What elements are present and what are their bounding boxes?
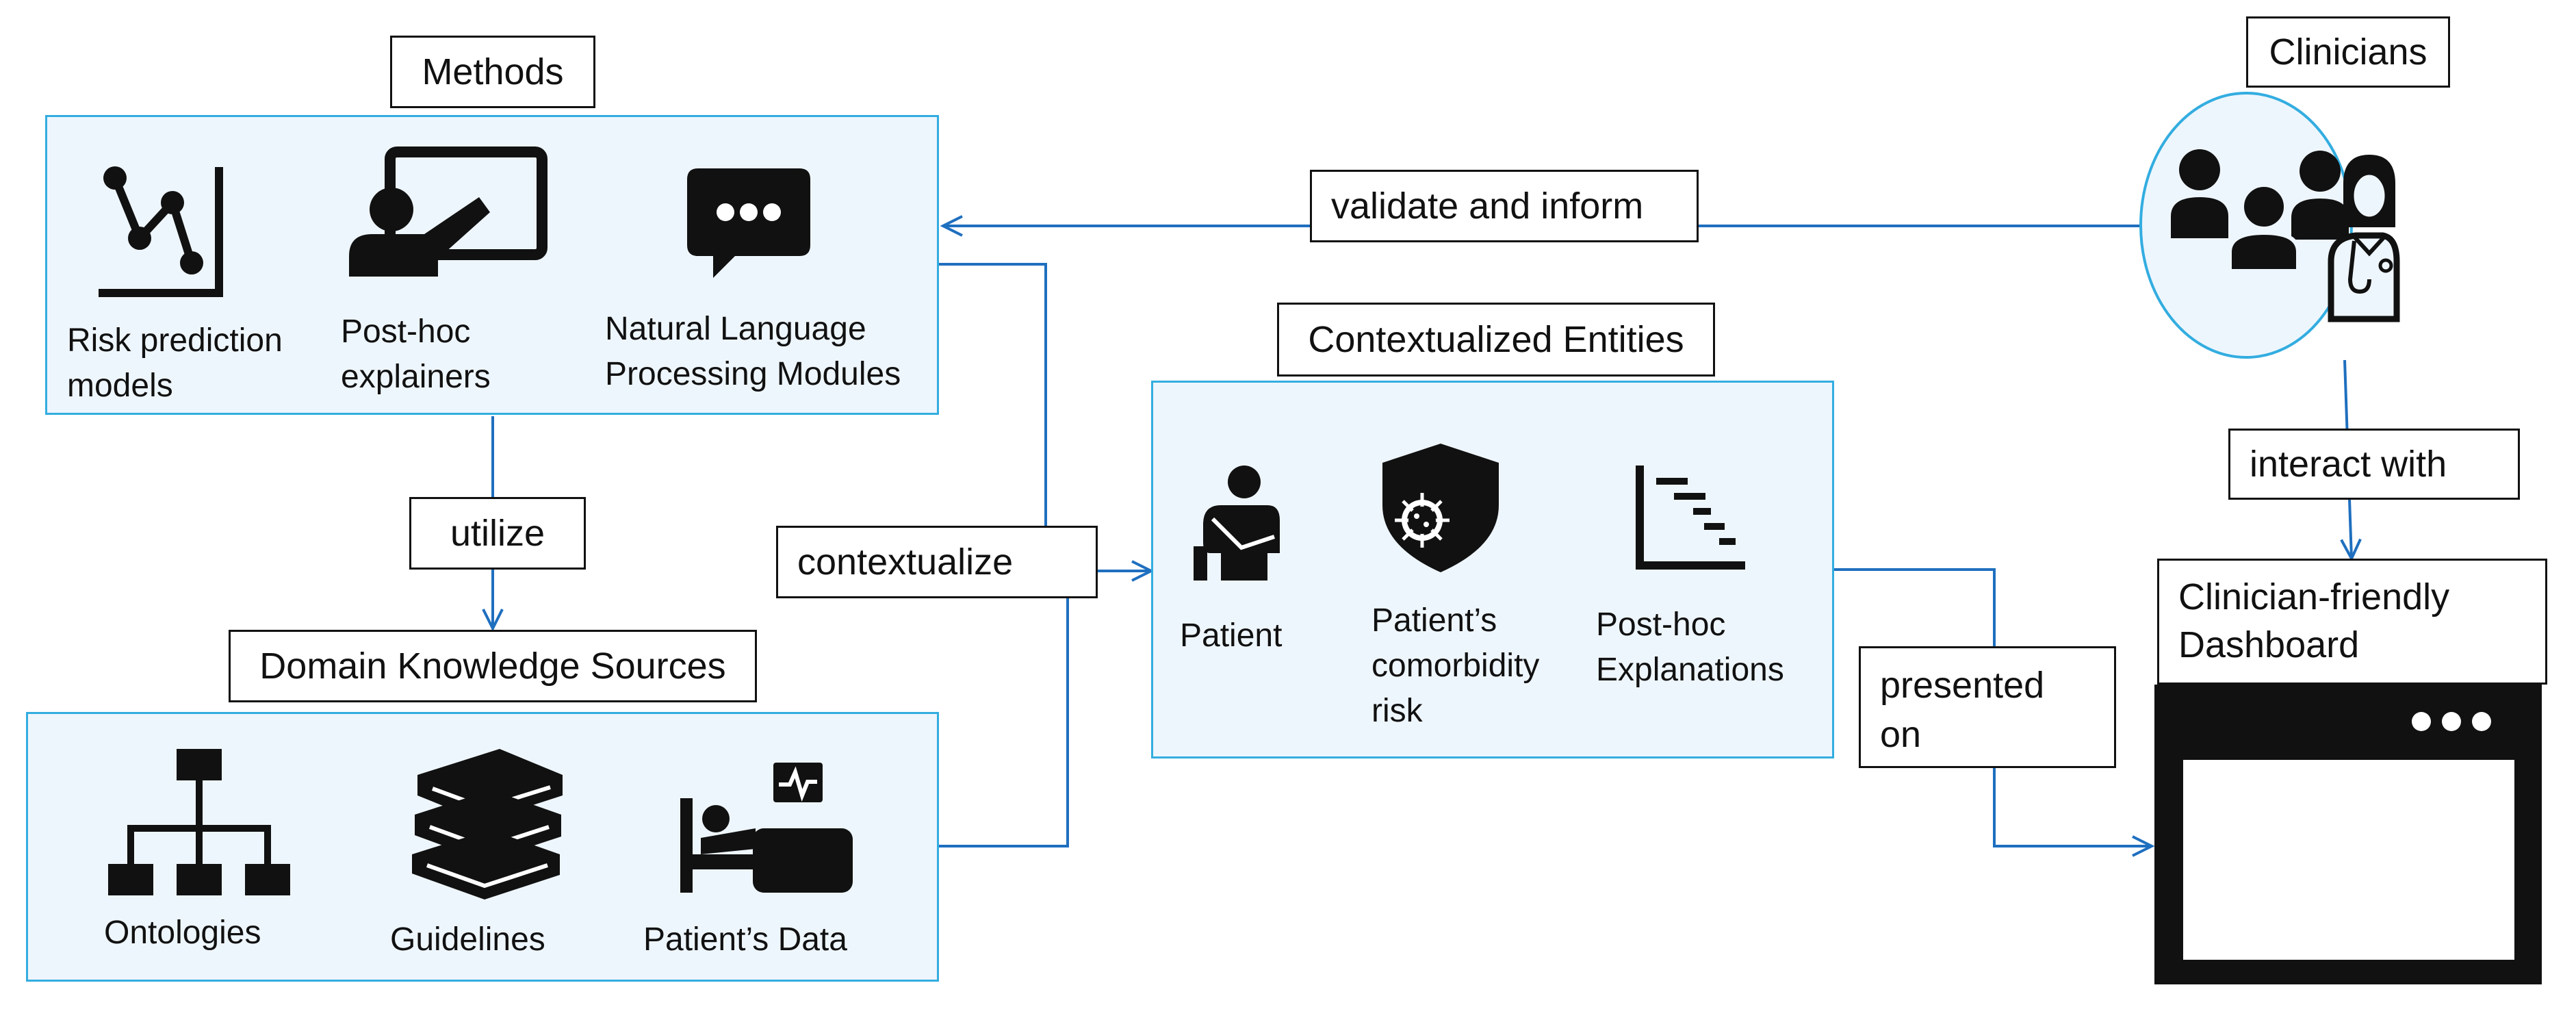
- virus-shield-icon: [1382, 444, 1499, 572]
- chat-bubble-icon: [687, 168, 810, 278]
- arrow-methods-to-context: [939, 263, 1047, 526]
- knowledge-item-guidelines: Guidelines: [390, 921, 545, 958]
- knowledge-item-patient-data: Patient’s Data: [643, 921, 847, 958]
- hospital-bed-icon: [680, 763, 853, 893]
- entity-item-patient: Patient: [1180, 617, 1283, 654]
- arrow-knowledge-to-context: [939, 598, 1069, 847]
- methods-title: Methods: [390, 36, 595, 108]
- knowledge-title: Domain Knowledge Sources: [229, 630, 757, 702]
- knowledge-item-ontologies: Ontologies: [104, 915, 261, 951]
- interact-with-label: interact with: [2228, 429, 2520, 500]
- presentation-icon: [349, 146, 548, 277]
- patient-icon: [1194, 466, 1280, 581]
- books-icon: [412, 749, 563, 900]
- hierarchy-icon: [108, 749, 290, 895]
- entities-title: Contextualized Entities: [1277, 303, 1715, 377]
- methods-panel: [45, 115, 939, 415]
- utilize-label: utilize: [409, 497, 586, 570]
- browser-window-icon[interactable]: [2154, 685, 2542, 984]
- clinicians-title: Clinicians: [2246, 16, 2450, 88]
- contextualize-label: contextualize: [776, 526, 1098, 598]
- line-chart-icon: [99, 166, 223, 297]
- waterfall-chart-icon: [1636, 466, 1745, 570]
- validate-inform-label: validate and inform: [1310, 170, 1699, 242]
- clinicians-group-icon: [2171, 149, 2400, 322]
